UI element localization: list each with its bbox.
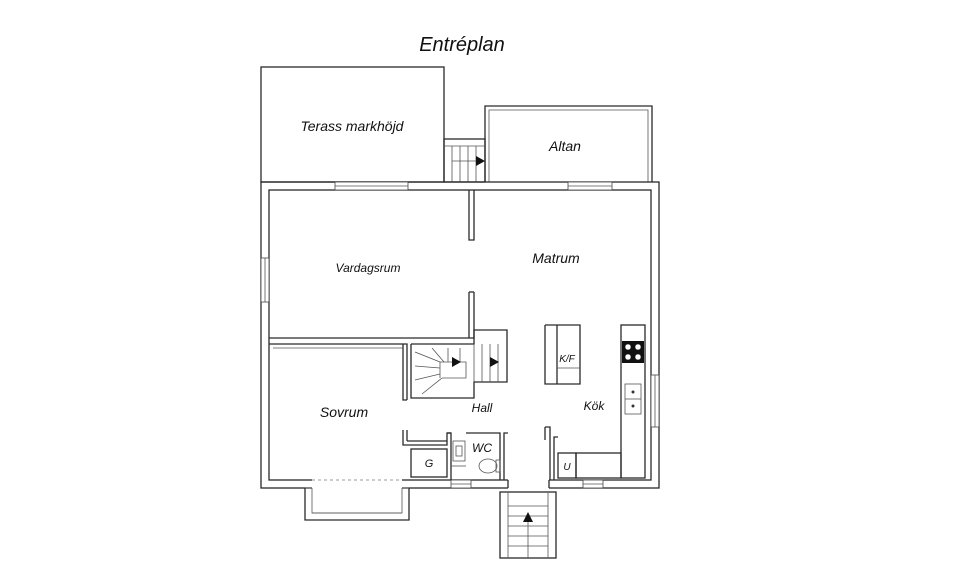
room-label-kf: K/F: [559, 354, 575, 365]
room-label-altan: Altan: [548, 138, 581, 154]
outer-walls: [260, 181, 660, 489]
room-label-living: Vardagsrum: [336, 261, 401, 275]
room-label-terrace: Terass markhöjd: [301, 118, 405, 134]
stairs-arrow-icon: [490, 357, 499, 367]
wc-area: [402, 430, 508, 480]
room-label-bedroom: Sovrum: [320, 404, 369, 420]
room-label-dining: Matrum: [532, 250, 580, 266]
room-label-wc: WC: [472, 441, 492, 455]
bedroom-walls: [269, 343, 408, 401]
room-label-kitchen: Kök: [584, 399, 606, 413]
entrance: [507, 478, 550, 490]
hall-stairs: [410, 329, 508, 399]
windows: [260, 181, 660, 489]
room-label-hall: Hall: [472, 401, 493, 415]
room-label-closet-u: U: [563, 462, 571, 473]
stairs-arrow-icon: [452, 357, 461, 367]
top-stairs: [443, 138, 486, 183]
plan-title: Entréplan: [419, 34, 505, 56]
bay-window: [304, 478, 410, 521]
kitchen-fixtures: [544, 324, 646, 479]
stairs-arrow-icon: [476, 156, 485, 166]
room-label-closet-g: G: [425, 458, 434, 470]
entrance-stairs: [499, 491, 557, 559]
entry-arrow-icon: [523, 512, 533, 522]
kitchen-lower-walls: [544, 426, 577, 480]
